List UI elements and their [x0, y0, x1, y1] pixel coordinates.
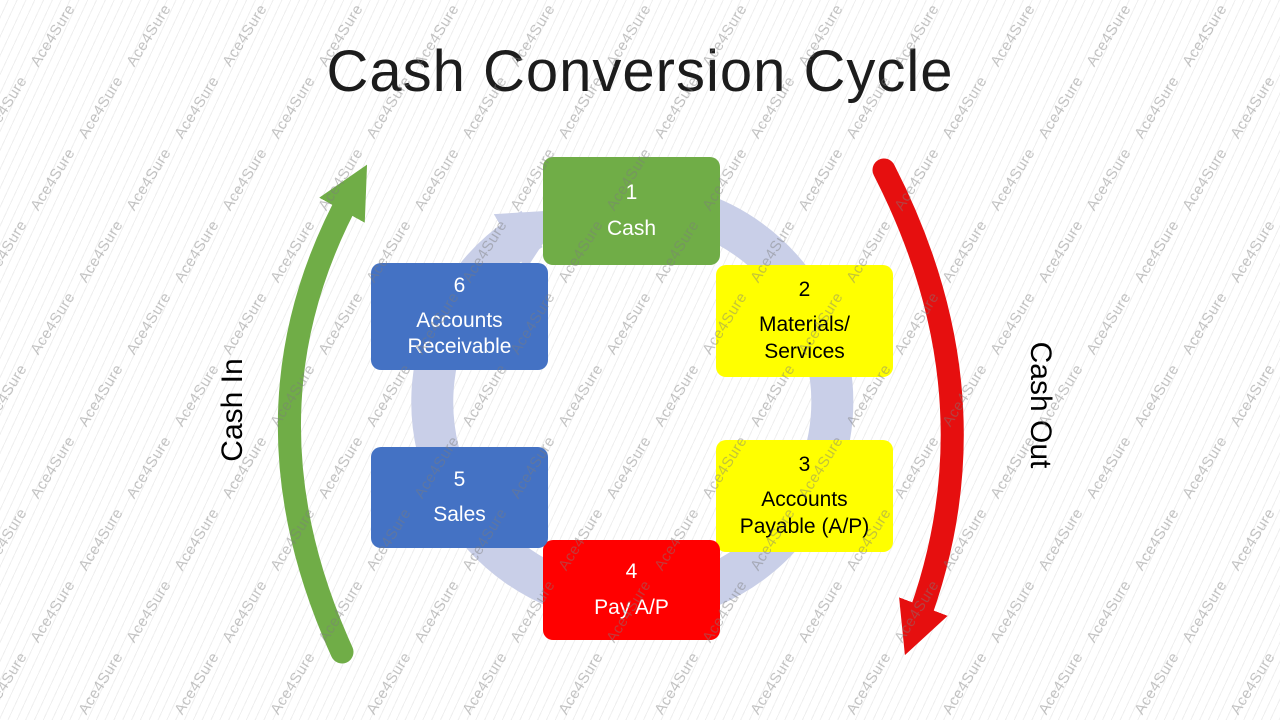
step-number: 3 [798, 453, 811, 477]
step-number: 2 [798, 278, 811, 302]
step-number: 5 [453, 467, 466, 491]
step-box-pay-ap: 4 Pay A/P [543, 540, 720, 640]
cash-out-label: Cash Out [1024, 341, 1057, 469]
step-box-accounts-receivable: 6 Accounts Receivable [371, 263, 548, 370]
step-label: Cash [606, 216, 657, 240]
step-box-accounts-payable: 3 Accounts Payable (A/P) [716, 440, 893, 552]
cash-in-label: Cash In [216, 358, 249, 462]
step-box-cash: 1 Cash [543, 157, 720, 265]
step-label: Accounts Payable (A/P) [739, 488, 870, 538]
step-number: 4 [625, 560, 638, 584]
step-label: Materials/ Services [758, 313, 851, 363]
step-box-sales: 5 Sales [371, 447, 548, 548]
step-label: Accounts Receivable [407, 308, 512, 359]
step-box-materials-services: 2 Materials/ Services [716, 265, 893, 377]
step-number: 1 [625, 181, 638, 205]
page-title: Cash Conversion Cycle [326, 39, 954, 104]
step-label: Pay A/P [594, 595, 669, 619]
cash-out-arrow [872, 158, 964, 656]
step-number: 6 [453, 273, 466, 297]
cash-in-arrow [277, 164, 368, 664]
step-label: Sales [433, 503, 486, 526]
